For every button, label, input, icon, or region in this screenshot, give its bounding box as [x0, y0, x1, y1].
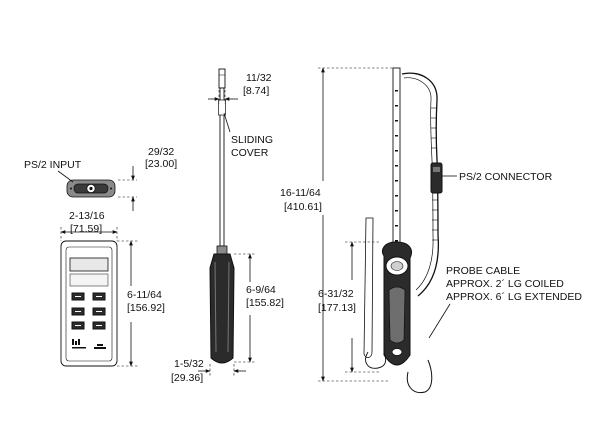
probe-cable-label-line-2: APPROX. 2´ LG COILED [446, 278, 564, 290]
ps2-input-top-view [66, 179, 116, 198]
probe-cable-label-line-1: PROBE CABLE [446, 265, 520, 277]
ps2-input-label: PS/2 INPUT [24, 159, 82, 171]
sliding-cover-label-line-1: SLIDING [231, 134, 273, 146]
probe-total-metric: [410.61] [284, 201, 322, 213]
extended-handle-imperial: 6-31/32 [318, 288, 354, 300]
meter-keypad [71, 292, 106, 330]
ps2-input-leader [57, 170, 74, 183]
connector-height-imperial: 29/32 [148, 146, 174, 158]
shaft-graduations [395, 90, 398, 242]
handle-length-imperial: 6-9/64 [246, 284, 276, 296]
sliding-cover-label-line-2: COVER [231, 147, 269, 159]
cable-coils [431, 107, 438, 241]
probe-cable-label-line-3: APPROX. 6´ LG EXTENDED [446, 291, 582, 303]
meter-logo [72, 339, 106, 349]
ps2-connector-label: PS/2 CONNECTOR [459, 171, 553, 183]
probe-tip-metric: [8.74] [243, 85, 269, 97]
meter-height-metric: [156.92] [127, 302, 165, 314]
sliding-cover-leader [223, 112, 231, 133]
probe-side-view [209, 68, 235, 364]
meter-front-view [60, 240, 118, 367]
meter-width-metric: [71.59] [70, 223, 102, 235]
probe-extended-view [363, 67, 443, 394]
probe-cable-leader [428, 303, 451, 339]
connector-height-metric: [23.00] [145, 158, 177, 170]
meter-width-imperial: 2-13/16 [69, 210, 105, 222]
probe-total-imperial: 16-11/64 [280, 187, 321, 199]
handle-width-metric: [29.36] [171, 372, 203, 384]
extended-handle-metric: [177.13] [318, 302, 356, 314]
probe-tip-imperial: 11/32 [246, 72, 272, 84]
meter-height-imperial: 6-11/64 [127, 289, 162, 301]
meter-display [69, 257, 109, 272]
handle-length-metric: [155.82] [246, 297, 284, 309]
handle-width-imperial: 1-5/32 [174, 358, 204, 370]
